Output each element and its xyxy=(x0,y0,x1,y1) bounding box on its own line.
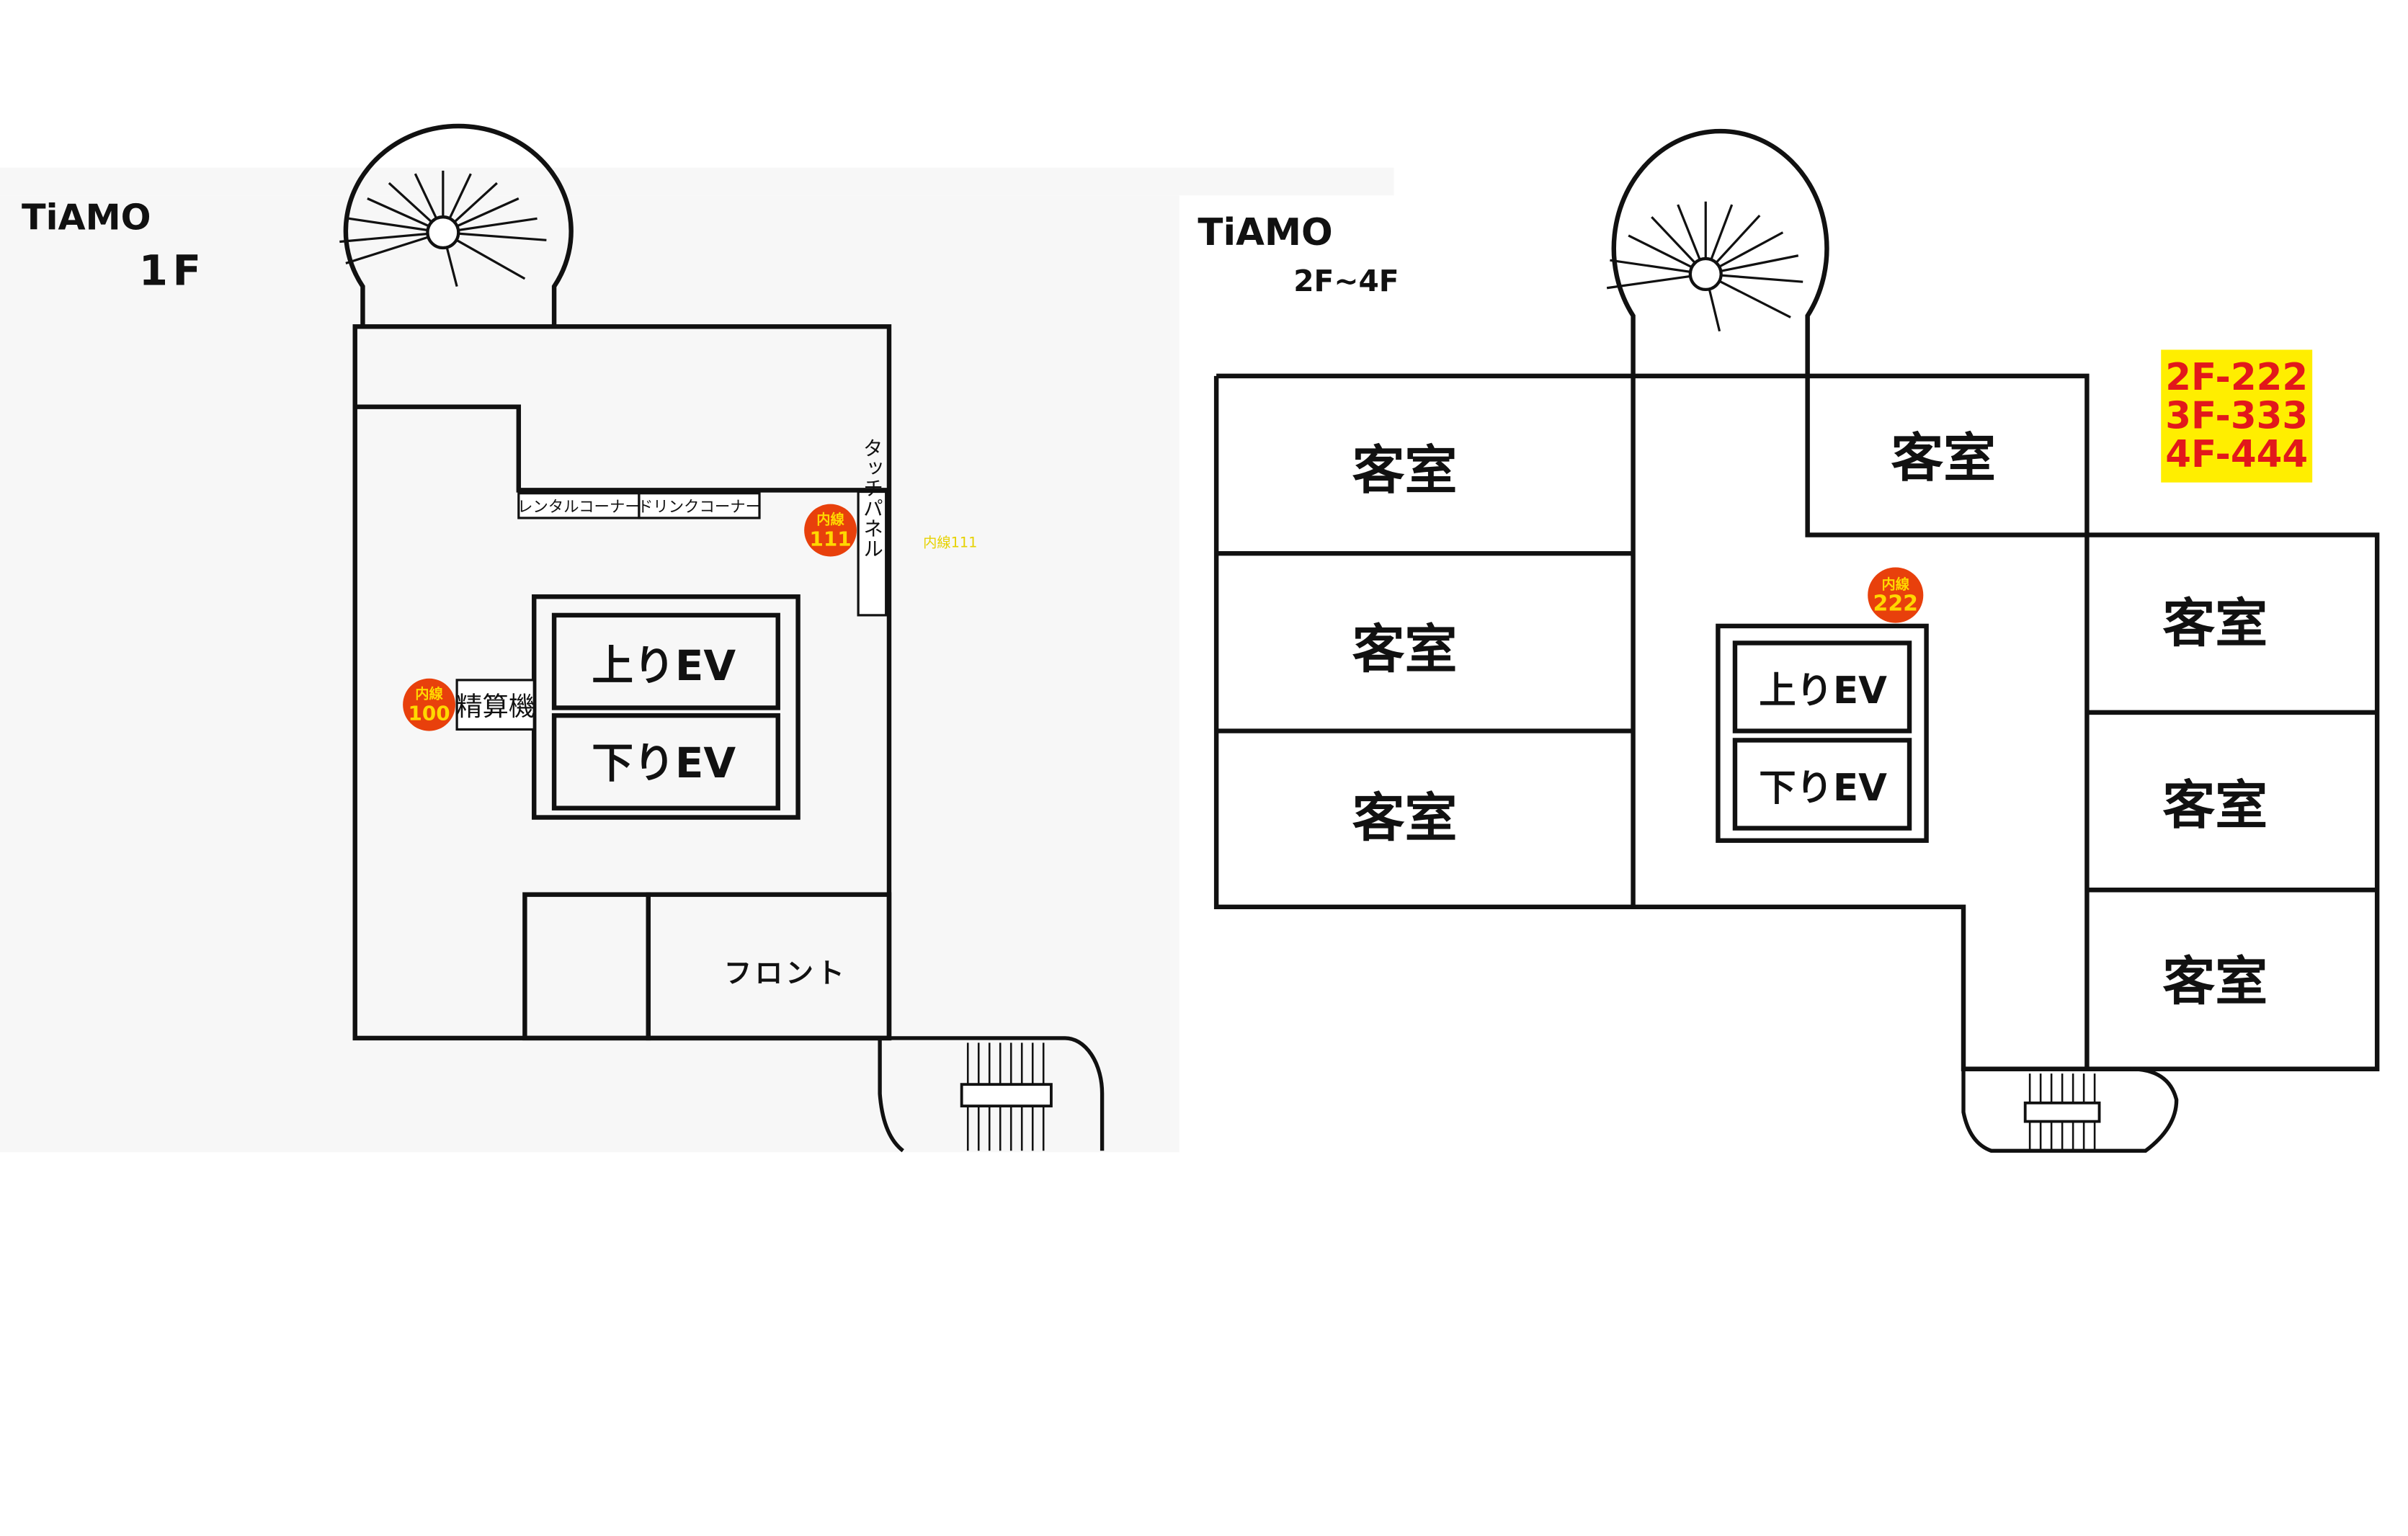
badge-number: 222 xyxy=(1873,591,1918,616)
service-counters: レンタルコーナー ドリンクコーナー xyxy=(517,492,761,519)
drink-corner-box xyxy=(638,492,761,519)
extension-2f: 2F-222 xyxy=(2165,356,2308,399)
badge-label: 内線 xyxy=(415,686,443,702)
walls xyxy=(352,324,892,1041)
up-elevator-label: 上りEV xyxy=(1759,669,1887,713)
badge-label: 内線 xyxy=(1881,576,1909,592)
spiral-staircase-icon xyxy=(1606,128,1829,376)
touch-panel-label: タッチパネル xyxy=(860,438,884,558)
guest-room-label: 客室 xyxy=(2162,775,2267,836)
extension-note: 内線111 xyxy=(923,535,977,551)
extension-badge-111: 内線 111 xyxy=(804,504,857,557)
badge-number: 100 xyxy=(408,702,450,725)
front-desk-label: フロント xyxy=(724,957,847,990)
guest-room-label: 客室 xyxy=(1352,440,1458,501)
floor-plan-2f-4f: TiAMO 2F~4F xyxy=(1198,128,2380,1153)
brand-title: TiAMO xyxy=(22,196,151,238)
badge-label: 内線 xyxy=(816,512,844,528)
spiral-staircase-icon xyxy=(339,123,574,327)
extension-3f: 3F-333 xyxy=(2165,395,2308,438)
rental-corner-box xyxy=(517,492,641,519)
payment-machine-box xyxy=(455,679,535,731)
up-elevator-label: 上りEV xyxy=(592,641,736,690)
extensions-highlight xyxy=(2161,349,2313,483)
guest-room-label: 客室 xyxy=(1352,620,1458,681)
guest-room-label: 客室 xyxy=(2162,951,2267,1012)
extension-4f: 4F-444 xyxy=(2165,433,2308,476)
elevator-block xyxy=(1716,623,1929,843)
payment-machine-label: 精算機 xyxy=(456,691,535,722)
walls xyxy=(1213,373,2380,1071)
down-elevator-label: 下りEV xyxy=(1759,767,1887,810)
touch-panel-box xyxy=(857,490,888,617)
stair-icon xyxy=(1961,1067,2179,1153)
stair-icon xyxy=(878,1036,1105,1153)
floor-label: 1F xyxy=(139,246,206,295)
floor-plan-1f: TiAMO 1F xyxy=(0,123,1394,1153)
brand-title: TiAMO xyxy=(1198,211,1332,254)
extension-badge-222: 内線 222 xyxy=(1868,567,1924,623)
badge-number: 111 xyxy=(809,527,851,551)
floor-label: 2F~4F xyxy=(1293,264,1399,298)
guest-room-label: 客室 xyxy=(1891,428,1996,489)
down-elevator-label: 下りEV xyxy=(592,738,736,787)
extension-badge-100: 内線 100 xyxy=(403,678,455,731)
rental-corner-label: レンタルコーナー xyxy=(517,498,641,516)
panel-background xyxy=(0,195,1180,1153)
drink-corner-label: ドリンクコーナー xyxy=(638,498,761,516)
guest-room-label: 客室 xyxy=(1352,787,1458,849)
panel-background-strip xyxy=(0,167,1394,196)
guest-room-label: 客室 xyxy=(2162,593,2267,654)
